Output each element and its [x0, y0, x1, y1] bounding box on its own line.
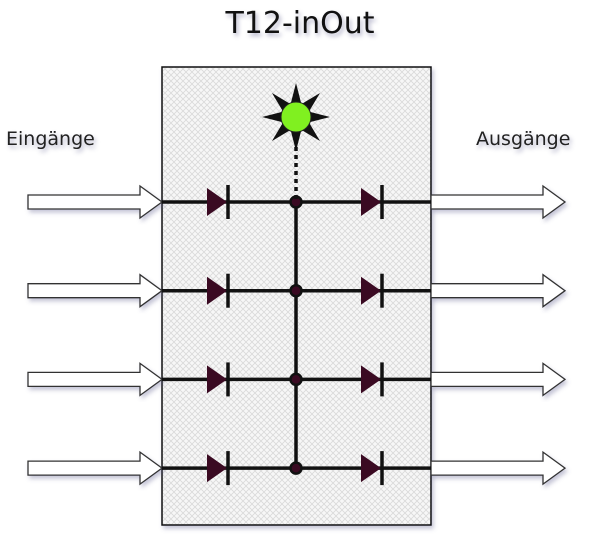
- output-arrow-4: [430, 450, 567, 486]
- junction-dot-4: [289, 461, 303, 475]
- output-arrow-3: [430, 362, 567, 397]
- input-diode-1: [207, 188, 227, 216]
- outputs-label: Ausgänge: [476, 128, 571, 150]
- input-arrow-2: [27, 273, 164, 308]
- input-diode-4: [207, 454, 227, 483]
- inputs-label: Eingänge: [6, 128, 95, 150]
- input-arrow-4: [27, 450, 164, 486]
- input-arrow-3: [27, 362, 164, 397]
- input-arrow-1: [27, 184, 164, 220]
- led-indicator: [280, 101, 312, 133]
- junction-dot-3: [289, 372, 303, 387]
- output-diode-3: [361, 365, 381, 394]
- input-diode-3: [207, 365, 227, 394]
- output-diode-1: [361, 188, 381, 216]
- output-arrow-1: [430, 184, 567, 220]
- output-diode-2: [361, 276, 381, 305]
- junction-dot-2: [289, 283, 303, 298]
- output-diode-4: [361, 454, 381, 483]
- output-arrow-2: [430, 273, 567, 308]
- diagram-title: T12-inOut: [225, 6, 375, 41]
- input-diode-2: [207, 276, 227, 305]
